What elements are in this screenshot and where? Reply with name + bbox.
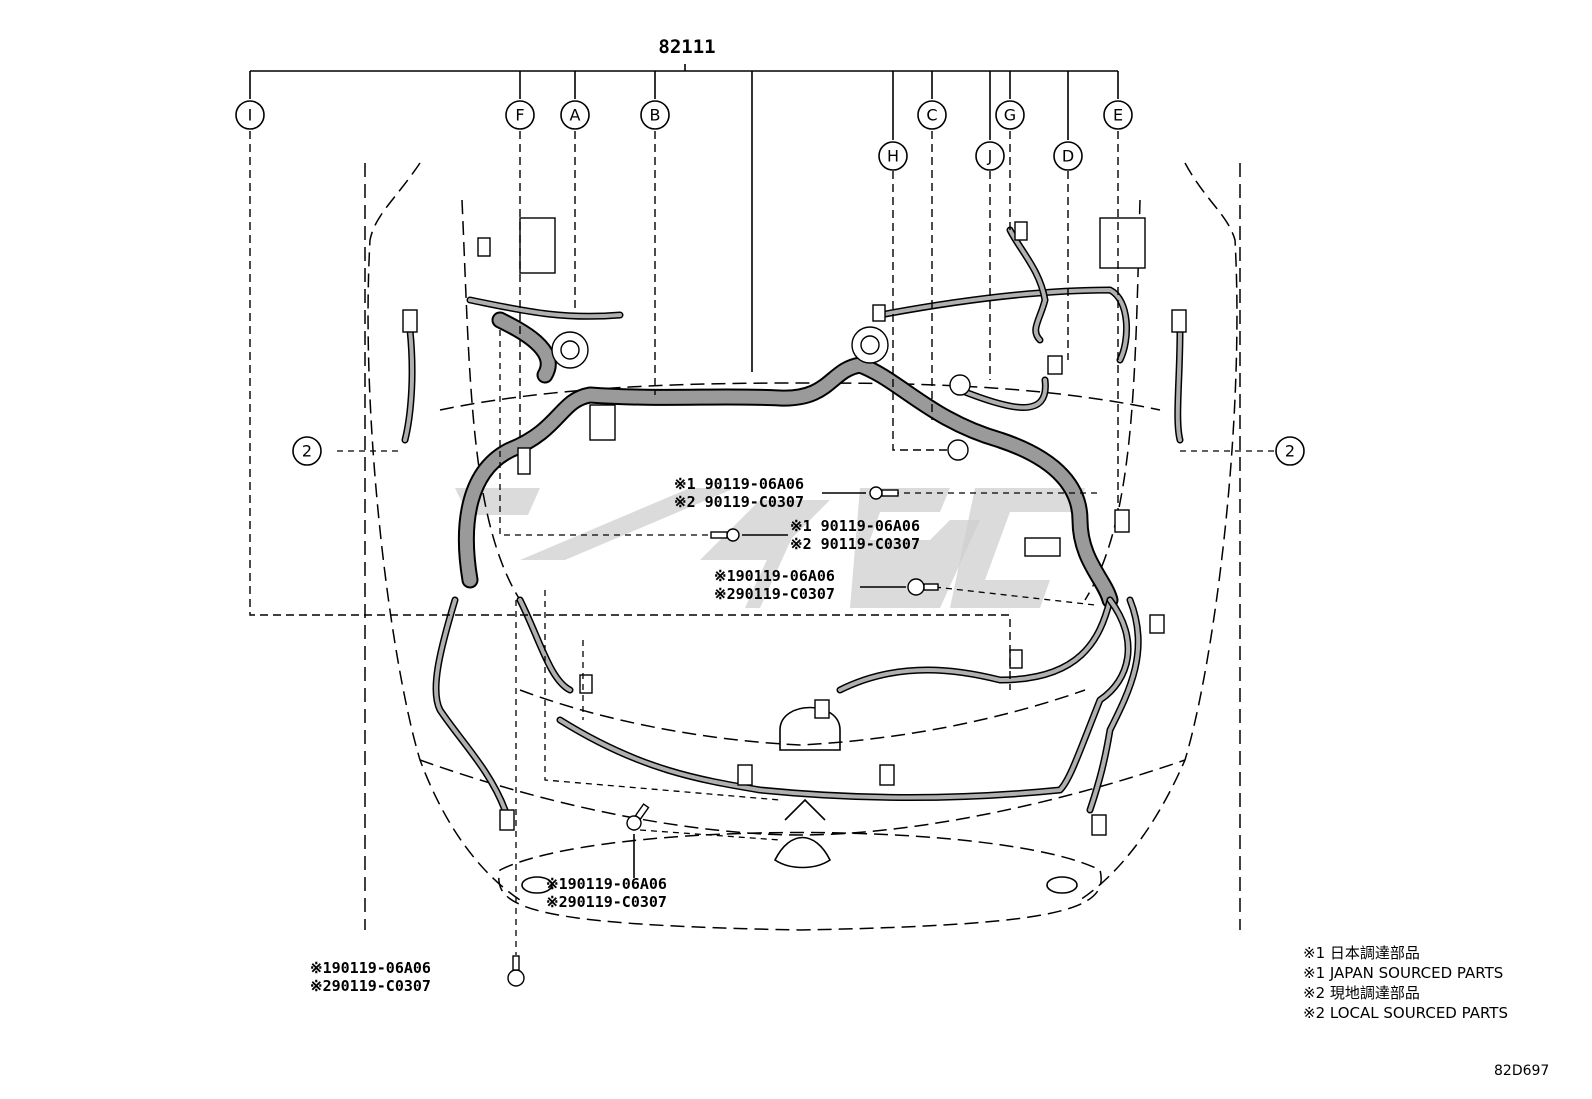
main-wire-harness: [457, 311, 1119, 609]
bolt-icons: [507, 486, 939, 987]
callout-B: B: [640, 100, 670, 130]
bolt-label-line2: ※2 90119-C0307: [674, 493, 804, 511]
callout-label: J: [987, 147, 993, 166]
callout-J: J: [975, 141, 1005, 171]
callout-label: A: [570, 106, 581, 125]
callout-label: D: [1062, 147, 1074, 166]
watermark-logo: [455, 488, 1085, 608]
connectors: [402, 217, 1187, 836]
callout-label: 2: [1285, 442, 1295, 461]
legend-line-1: ※1 日本調達部品: [1303, 944, 1420, 962]
bolt-label-2: ※1 90119-06A06 ※2 90119-C0307: [790, 517, 920, 553]
callout-label: G: [1004, 106, 1016, 125]
callout-label: F: [515, 106, 524, 125]
bolt-label-line2: ※2 90119-C0307: [790, 535, 920, 553]
vehicle-body-outline: [364, 162, 1241, 931]
bolt-label-line1: ※190119-06A06: [546, 875, 667, 893]
bolt-label-leaders: [633, 492, 906, 878]
callout-F: F: [505, 100, 535, 130]
bolt-label-line1: ※190119-06A06: [310, 959, 431, 977]
bolt-label-line1: ※1 90119-06A06: [790, 517, 920, 535]
bolt-label-line2: ※290119-C0307: [714, 585, 835, 603]
bolt-icon: [710, 528, 740, 542]
bolt-label-1: ※1 90119-06A06 ※2 90119-C0307: [674, 475, 804, 511]
bolt-icon: [626, 803, 650, 831]
callout-label: 2: [302, 442, 312, 461]
bolt-label-line2: ※290119-C0307: [546, 893, 667, 911]
legend-line-3: ※2 現地調達部品: [1303, 984, 1420, 1002]
callout-label: E: [1113, 106, 1123, 125]
part-number-leader-tree: [249, 64, 1119, 372]
callout-label: I: [248, 106, 253, 125]
callout-D: D: [1053, 141, 1083, 171]
legend: ※1 日本調達部品 ※1 JAPAN SOURCED PARTS ※2 現地調達…: [1303, 944, 1508, 1022]
callout-H: H: [878, 141, 908, 171]
bolt-label-4: ※190119-06A06 ※290119-C0307: [546, 875, 667, 911]
bolt-icon: [907, 578, 939, 596]
callout-label: H: [887, 147, 899, 166]
legend-line-2: ※1 JAPAN SOURCED PARTS: [1303, 964, 1503, 982]
bolt-label-3: ※190119-06A06 ※290119-C0307: [714, 567, 835, 603]
callout-G: G: [995, 100, 1025, 130]
main-part-number: 82111: [658, 36, 715, 58]
bolt-icon: [869, 486, 899, 500]
callout-A: A: [560, 100, 590, 130]
bolt-label-5: ※190119-06A06 ※290119-C0307: [310, 959, 431, 995]
callout-2-right: 2: [1275, 436, 1305, 466]
bolt-label-line2: ※290119-C0307: [310, 977, 431, 995]
callout-C: C: [917, 100, 947, 130]
callout-E: E: [1103, 100, 1133, 130]
branch-wires: [401, 226, 1184, 814]
bolt-label-line1: ※190119-06A06: [714, 567, 835, 585]
drawing-number: 82D697: [1494, 1063, 1549, 1079]
legend-line-4: ※2 LOCAL SOURCED PARTS: [1303, 1004, 1508, 1022]
callout-leaders: [249, 131, 1276, 955]
callout-I: I: [235, 100, 265, 130]
bolt-icon: [507, 955, 525, 987]
bolt-label-line1: ※1 90119-06A06: [674, 475, 804, 493]
callout-2-left: 2: [292, 436, 322, 466]
callout-label: C: [926, 106, 937, 125]
callout-label: B: [650, 106, 661, 125]
